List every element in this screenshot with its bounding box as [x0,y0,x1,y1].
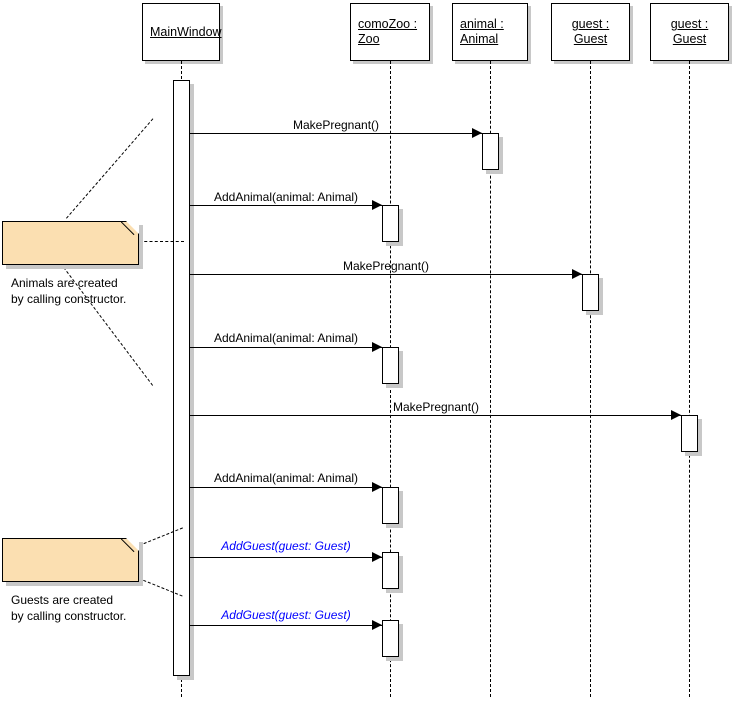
participant-guest-2[interactable]: guest : Guest [650,3,729,61]
message-label-m2: AddAnimal(animal: Animal) [213,190,359,204]
message-line-m1 [190,133,482,134]
participant-guest-1[interactable]: guest : Guest [551,3,630,61]
note-guests-are-created: Guests are created by calling constructo… [2,538,139,623]
participant-animal-label: animal :Animal [460,17,504,46]
arrowhead-m6 [372,482,382,492]
message-line-m5 [190,415,681,416]
message-line-m7 [190,557,382,558]
message-line-m4 [190,347,382,348]
activation-box-guest-2 [681,415,698,452]
note-animals-are-created: Animals are created by calling construct… [2,221,139,306]
arrowhead-m4 [372,342,382,352]
arrowhead-m8 [372,620,382,630]
participant-comozoo-label: comoZoo :Zoo [358,17,418,46]
activation-box-comozoo-1 [382,205,399,242]
arrowhead-m2 [372,200,382,210]
lifeline-animal [490,61,491,697]
participant-comozoo[interactable]: comoZoo :Zoo [350,3,430,61]
message-label-m4: AddAnimal(animal: Animal) [213,331,359,345]
arrowhead-m1 [472,128,482,138]
message-label-m1: MakePregnant() [292,118,380,132]
message-label-m5: MakePregnant() [392,400,480,414]
message-label-m8: AddGuest(guest: Guest) [221,608,351,622]
activation-box-animal-1 [482,133,499,170]
participant-guest-1-label: guest : Guest [571,17,610,46]
arrowhead-m7 [372,552,382,562]
note-animals-text: Animals are created by calling construct… [11,276,127,306]
note-animals-leader-middle [139,241,184,242]
activation-box-comozoo-4 [382,552,399,589]
note-fold-edge-icon [121,221,139,239]
activation-box-comozoo-5 [382,620,399,657]
message-label-m6: AddAnimal(animal: Animal) [213,471,359,485]
arrowhead-m3 [572,269,582,279]
note-fold-edge-icon [121,538,139,556]
participant-guest-2-label: guest : Guest [670,17,709,46]
activation-box-guest-1 [582,274,599,311]
participant-mainwindow[interactable]: MainWindow [142,3,222,61]
message-line-m2 [190,205,382,206]
note-animals-leader-top [66,118,154,219]
participant-animal[interactable]: animal :Animal [452,3,528,61]
message-line-m3 [190,274,582,275]
activation-box-comozoo-2 [382,347,399,384]
message-line-m8 [190,625,382,626]
arrowhead-m5 [671,410,681,420]
message-line-m6 [190,487,382,488]
lifeline-guest-1 [590,61,591,697]
note-guests-text: Guests are created by calling constructo… [11,593,127,623]
message-label-m7: AddGuest(guest: Guest) [221,539,351,553]
activation-box-comozoo-3 [382,487,399,524]
lifeline-guest-2 [689,61,690,697]
message-label-m3: MakePregnant() [342,259,430,273]
participant-mainwindow-label: MainWindow [150,24,222,39]
activation-bar-mainwindow [173,80,190,676]
